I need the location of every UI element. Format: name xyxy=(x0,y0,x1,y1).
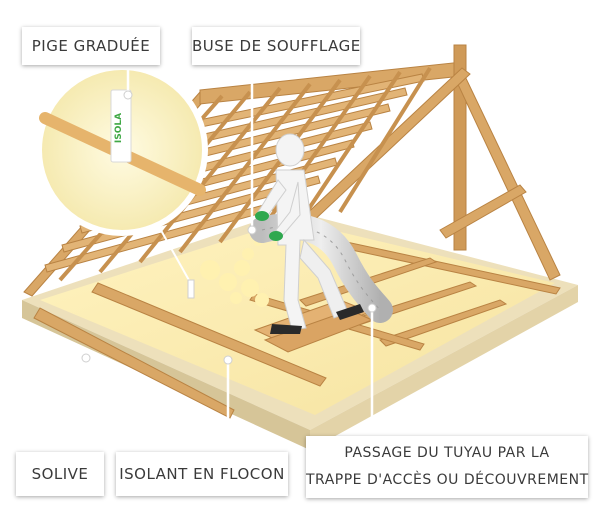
king-post xyxy=(453,44,467,251)
leader-dots xyxy=(81,90,377,365)
label-pige-text: PIGE GRADUÉE xyxy=(31,37,151,55)
glove-right xyxy=(269,231,283,241)
label-pige-graduee: PIGE GRADUÉE xyxy=(22,27,160,65)
leader-lines xyxy=(84,65,374,452)
label-passage-line1: PASSAGE DU TUYAU PAR LA xyxy=(344,445,550,461)
brace xyxy=(439,184,527,239)
joist-front xyxy=(33,307,235,419)
label-passage-line2: TRAPPE D'ACCÈS OU DÉCOUVREMENT xyxy=(306,472,589,488)
boot-left xyxy=(270,324,302,334)
label-solive-text: SOLIVE xyxy=(31,465,89,483)
glove-left xyxy=(255,211,269,221)
graduated-gauge xyxy=(110,89,132,163)
joist xyxy=(91,282,327,387)
label-passage-du-tuyau: PASSAGE DU TUYAU PAR LA TRAPPE D'ACCÈS O… xyxy=(306,436,588,498)
label-buse-de-soufflage: BUSE DE SOUFFLAGE xyxy=(192,27,360,65)
worker-figure xyxy=(255,133,364,334)
label-buse-text: BUSE DE SOUFFLAGE xyxy=(192,37,361,55)
label-solive: SOLIVE xyxy=(16,452,104,496)
small-gauge xyxy=(187,279,195,299)
magnifier-inset: ISOLA xyxy=(36,64,208,299)
rafter-right xyxy=(454,69,561,281)
label-isolant-en-flocon: ISOLANT EN FLOCON xyxy=(116,452,288,496)
insulation-flakes xyxy=(200,238,269,307)
boot-right xyxy=(336,304,364,320)
joist xyxy=(379,299,508,347)
gauge-brand: ISOLA xyxy=(114,113,124,143)
label-isolant-text: ISOLANT EN FLOCON xyxy=(119,465,285,483)
